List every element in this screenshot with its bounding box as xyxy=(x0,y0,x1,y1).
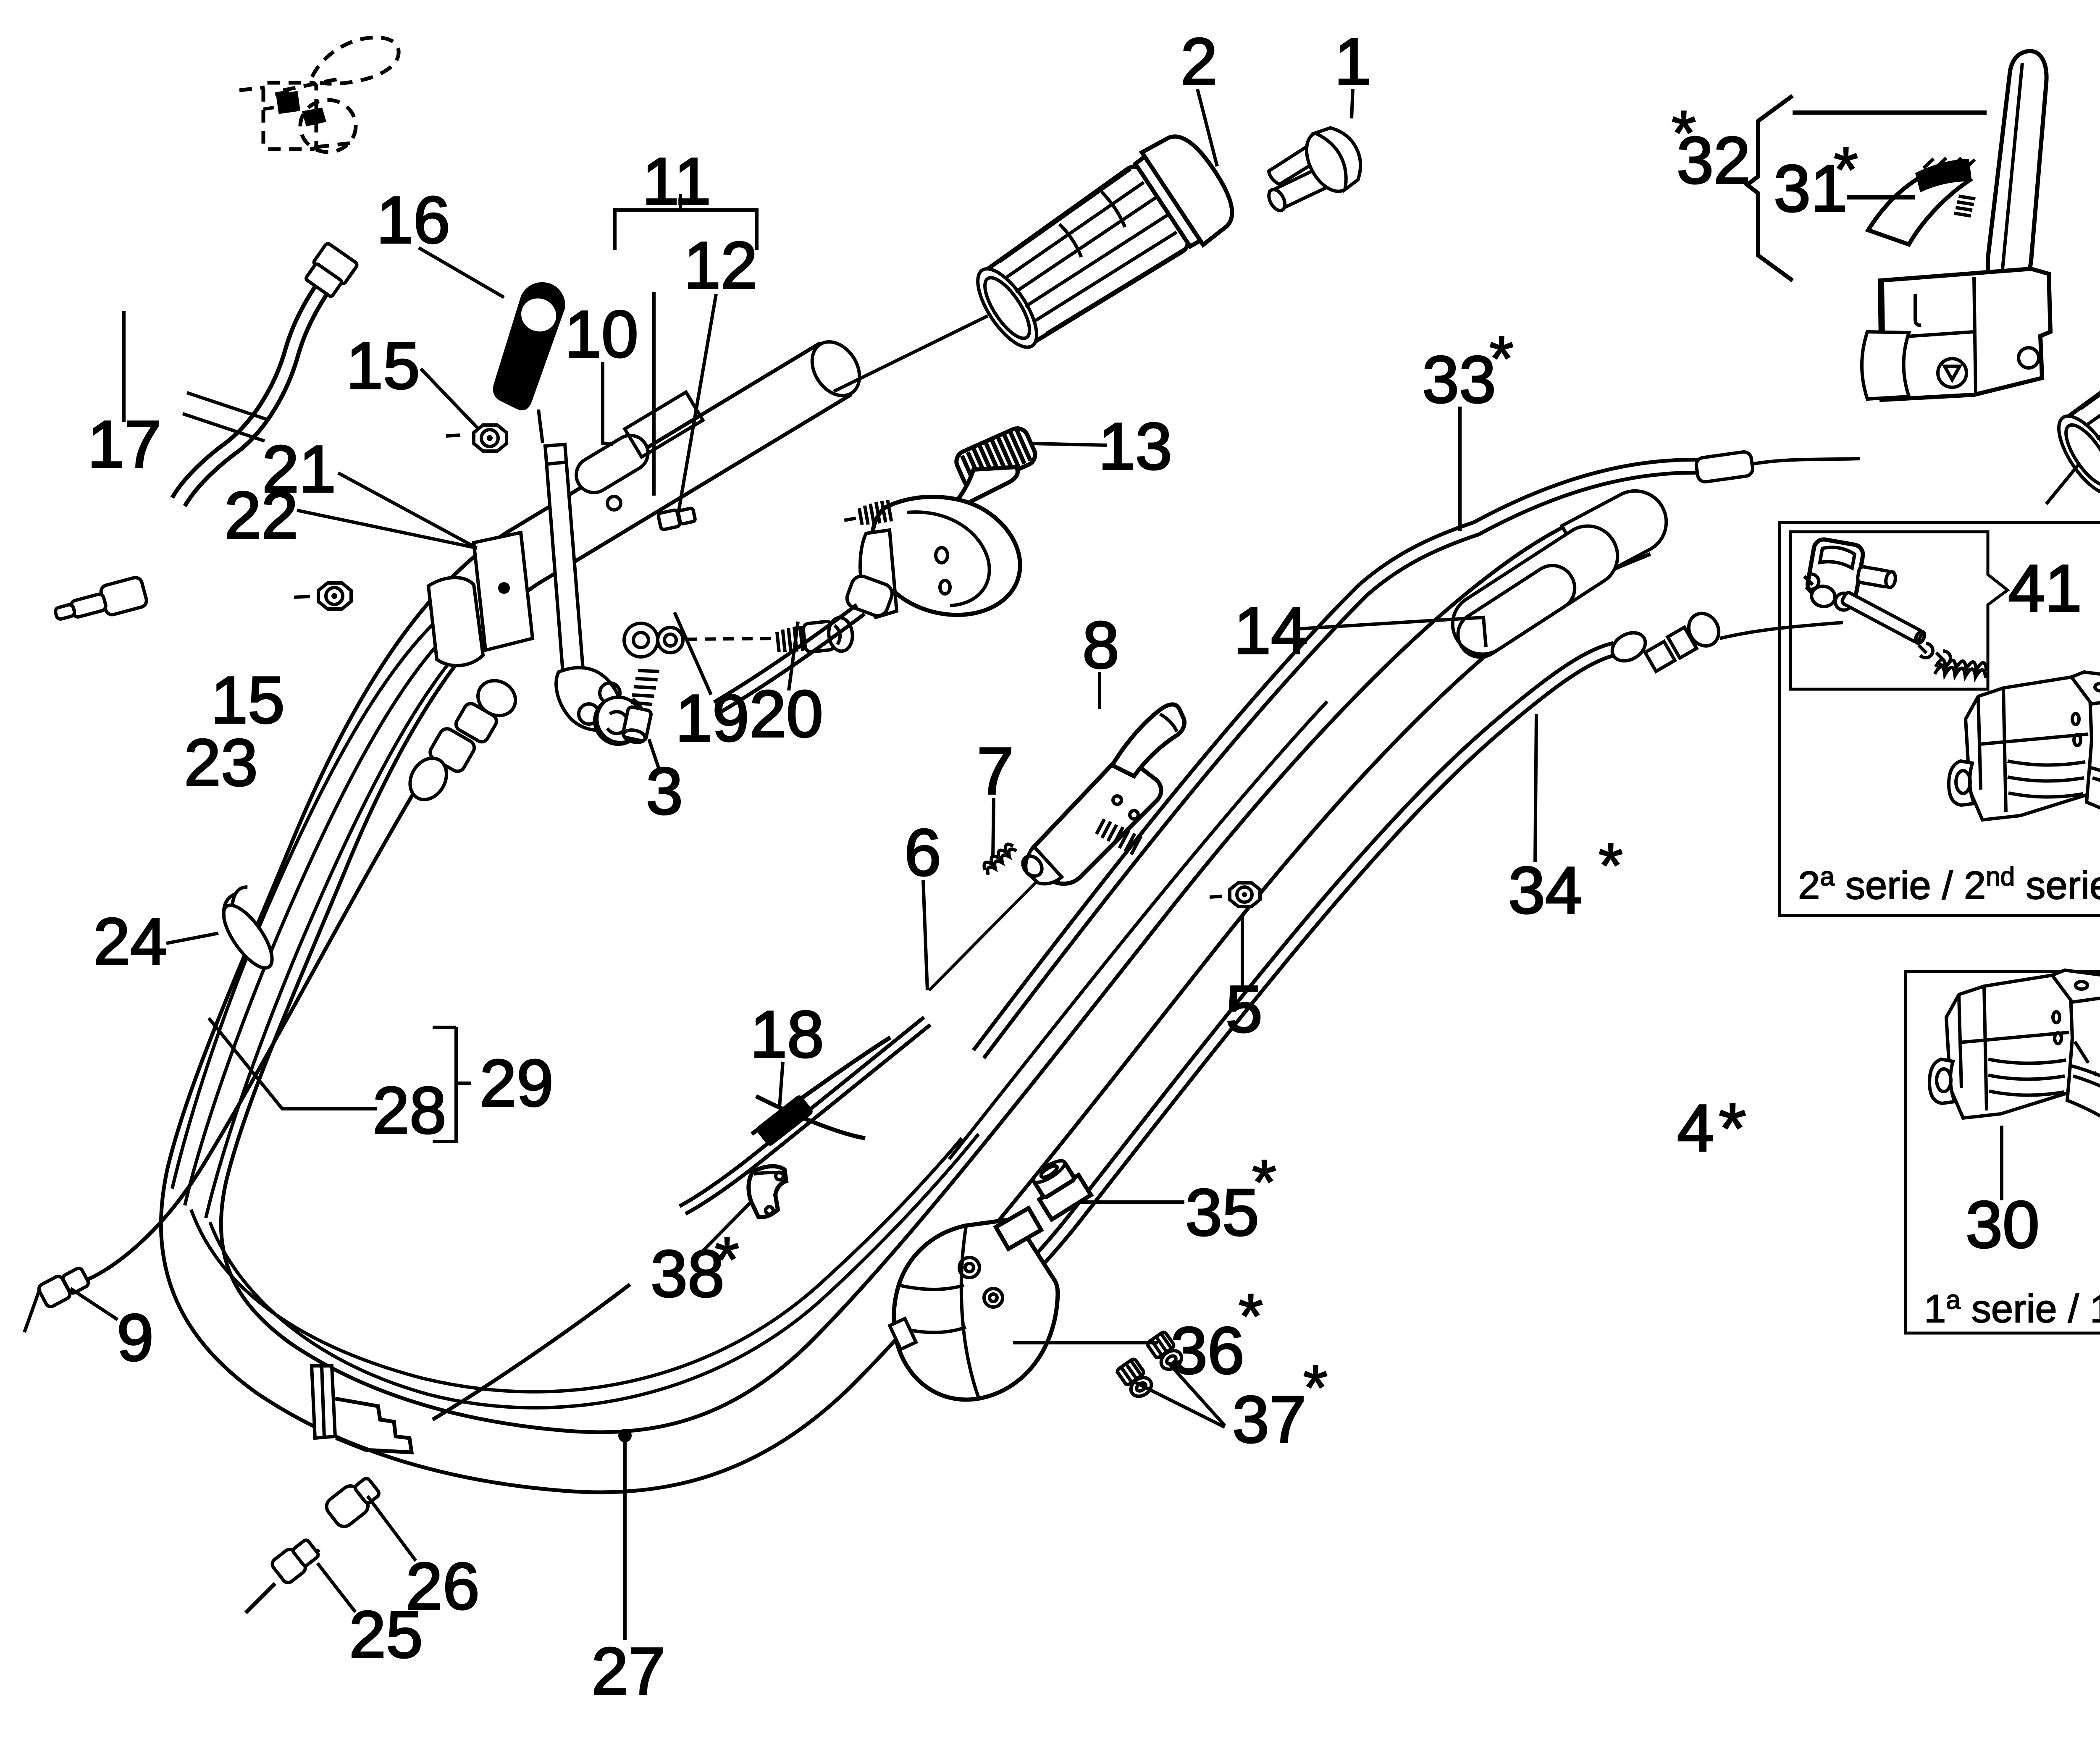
svg-text:19: 19 xyxy=(675,681,749,755)
svg-text:37: 37 xyxy=(1232,1383,1306,1457)
svg-text:29: 29 xyxy=(480,1046,554,1120)
svg-text:14: 14 xyxy=(1234,594,1308,668)
svg-text:*: * xyxy=(1489,323,1514,394)
svg-text:30: 30 xyxy=(1966,1188,2040,1262)
svg-text:4: 4 xyxy=(1677,1091,1714,1165)
svg-text:31: 31 xyxy=(1774,152,1848,226)
svg-text:16: 16 xyxy=(376,183,450,257)
svg-text:2: 2 xyxy=(1181,25,1218,99)
svg-text:20: 20 xyxy=(749,677,823,751)
svg-text:*: * xyxy=(1719,1089,1746,1168)
svg-text:34: 34 xyxy=(1508,853,1582,927)
svg-text:*: * xyxy=(1239,1281,1263,1351)
svg-text:35: 35 xyxy=(1185,1176,1259,1250)
svg-text:3: 3 xyxy=(646,754,683,828)
svg-text:27: 27 xyxy=(591,1634,665,1708)
svg-text:1: 1 xyxy=(1334,25,1371,99)
svg-text:6: 6 xyxy=(904,816,941,890)
svg-text:2a serie / 2nd series: 2a serie / 2nd series xyxy=(1798,862,2100,907)
svg-text:23: 23 xyxy=(184,726,258,800)
svg-text:24: 24 xyxy=(93,905,167,979)
svg-text:11: 11 xyxy=(642,144,711,218)
svg-text:38: 38 xyxy=(651,1237,724,1311)
svg-text:41: 41 xyxy=(2008,551,2082,625)
svg-text:*: * xyxy=(1252,1147,1276,1217)
svg-text:12: 12 xyxy=(684,228,758,302)
svg-text:18: 18 xyxy=(750,998,824,1071)
svg-text:*: * xyxy=(1599,830,1623,900)
svg-text:32: 32 xyxy=(1677,123,1751,197)
svg-text:9: 9 xyxy=(117,1301,154,1375)
svg-text:10: 10 xyxy=(564,297,638,371)
svg-text:*: * xyxy=(1834,134,1858,205)
svg-text:1a serie / 1st series: 1a serie / 1st series xyxy=(1924,1286,2100,1331)
svg-text:7: 7 xyxy=(977,734,1014,808)
svg-text:*: * xyxy=(1672,97,1696,168)
svg-text:33: 33 xyxy=(1422,343,1496,417)
svg-text:8: 8 xyxy=(1082,608,1119,682)
svg-text:25: 25 xyxy=(349,1598,423,1672)
svg-text:15: 15 xyxy=(211,663,285,737)
svg-text:13: 13 xyxy=(1098,410,1172,483)
svg-text:26: 26 xyxy=(406,1549,480,1623)
svg-text:*: * xyxy=(1303,1352,1328,1423)
svg-text:28: 28 xyxy=(373,1074,446,1147)
svg-text:21: 21 xyxy=(262,432,336,506)
svg-text:22: 22 xyxy=(224,478,298,552)
svg-text:15: 15 xyxy=(346,329,420,403)
